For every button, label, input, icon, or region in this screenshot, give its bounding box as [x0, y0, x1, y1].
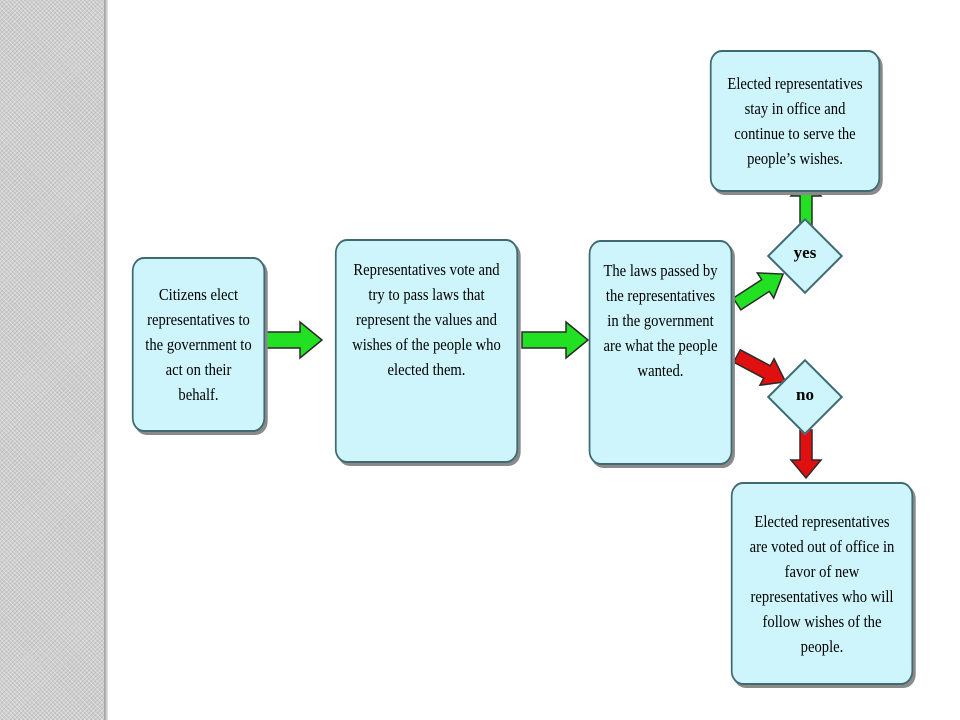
out-line-3: favor of new: [784, 561, 860, 581]
arrow-vote-to-laws: [521, 320, 590, 360]
vote-line-3: represent the values and: [356, 310, 497, 329]
laws-line-1: The laws passed by: [603, 261, 718, 280]
out-line-4: representatives who will: [750, 586, 894, 606]
vote-line-4: wishes of the people who: [352, 335, 501, 354]
laws-passed-box: The laws passed by the representatives i…: [588, 240, 733, 465]
no-decision-label: no: [796, 385, 814, 404]
citizens-line-3: the government to: [145, 335, 252, 354]
citizens-line-2: representatives to: [147, 310, 250, 329]
vote-line-5: elected them.: [387, 360, 466, 379]
voted-out-box: Elected representatives are voted out of…: [730, 482, 914, 685]
stay-line-4: people’s wishes.: [747, 149, 843, 168]
out-line-6: people.: [800, 636, 844, 656]
vote-line-1: Representatives vote and: [353, 260, 500, 279]
stay-line-2: stay in office and: [744, 99, 846, 118]
out-line-5: follow wishes of the: [762, 611, 882, 631]
stay-line-1: Elected representatives: [727, 74, 863, 93]
out-line-2: are voted out of office in: [749, 536, 895, 556]
citizens-line-4: act on their: [165, 360, 232, 379]
citizens-line-5: behalf.: [178, 385, 219, 404]
out-line-1: Elected representatives: [754, 511, 890, 531]
citizens-elect-box: Citizens elect representatives to the go…: [131, 257, 266, 432]
laws-line-5: wanted.: [637, 361, 684, 380]
laws-line-3: in the government: [607, 311, 714, 330]
arrow-laws-to-no: [732, 348, 787, 387]
arrow-no-to-out: [789, 429, 823, 480]
laws-line-4: are what the people: [603, 336, 718, 355]
representatives-vote-box: Representatives vote and try to pass law…: [334, 239, 519, 463]
vote-line-2: try to pass laws that: [368, 285, 485, 304]
arrow-laws-to-yes: [732, 272, 785, 311]
citizens-line-1: Citizens elect: [158, 285, 239, 304]
stay-line-3: continue to serve the: [734, 124, 856, 143]
arrow-citizens-to-vote: [265, 320, 324, 360]
laws-line-2: the representatives: [605, 286, 716, 305]
yes-decision-label: yes: [793, 243, 817, 262]
side-stripe-edge: [104, 0, 108, 720]
stay-in-office-box: Elected representatives stay in office a…: [709, 50, 881, 192]
decorative-side-stripe: [0, 0, 104, 720]
